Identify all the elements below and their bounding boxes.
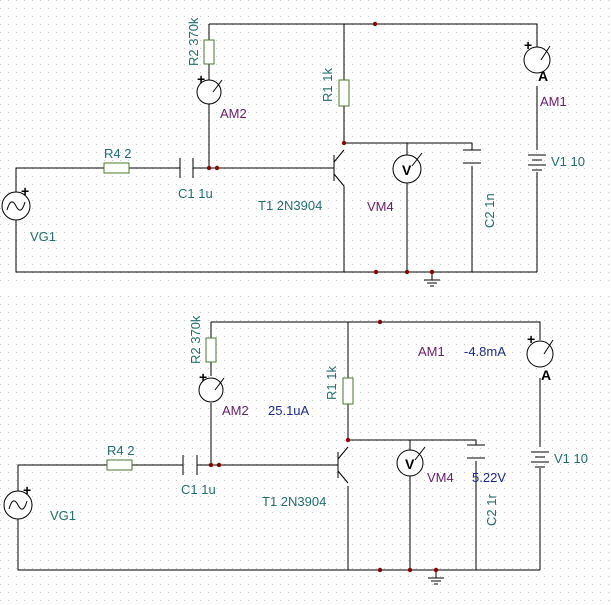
- plus-sign: +: [527, 331, 535, 347]
- r4-label: R4 2: [104, 146, 131, 161]
- am2-label: AM2: [220, 106, 247, 121]
- t1-label: T1 2N3904: [258, 198, 322, 213]
- battery-v1[interactable]: [531, 451, 549, 468]
- junction-dot: [208, 462, 214, 468]
- transistor-t1[interactable]: [330, 446, 349, 484]
- junction-dot: [345, 437, 351, 443]
- junction-dot: [407, 567, 413, 573]
- voltmeter-symbol: V: [405, 456, 415, 472]
- vg1-label: VG1: [50, 508, 76, 523]
- junction-dot: [433, 567, 439, 573]
- plus-sign: +: [197, 71, 205, 87]
- am1-reading: -4.8mA: [464, 344, 506, 359]
- r1-label: R1 1k: [320, 68, 335, 102]
- plus-sign: +: [21, 183, 29, 199]
- collector-wire: [343, 24, 473, 272]
- voltmeter-symbol: V: [402, 162, 412, 178]
- junction-dot: [377, 567, 383, 573]
- r1-label: R1 1k: [324, 366, 339, 400]
- ammeter-am1[interactable]: A +: [526, 331, 554, 383]
- v1-label: V1 10: [551, 154, 585, 169]
- r2-label: R2 370k: [188, 315, 203, 364]
- junction-dot: [372, 21, 378, 27]
- capacitor-c2[interactable]: [467, 444, 485, 459]
- am1-label: AM1: [418, 344, 445, 359]
- bottom-circuit[interactable]: R2 370k + AM2 25.1uA R1 1k A + AM1 -4.8m…: [0, 293, 611, 605]
- junction-dot: [404, 269, 410, 275]
- ammeter-symbol: A: [541, 367, 551, 383]
- plus-sign: +: [199, 369, 207, 385]
- am2-reading: 25.1uA: [268, 403, 310, 418]
- t1-label: T1 2N3904: [262, 494, 326, 509]
- v1-label: V1 10: [554, 451, 588, 466]
- vg1-label: VG1: [30, 229, 56, 244]
- am2-label: AM2: [222, 403, 249, 418]
- signal-generator-vg1[interactable]: +: [1, 183, 31, 221]
- junction-dot: [206, 165, 212, 171]
- top-grid: [0, 0, 611, 287]
- junction-dot: [341, 140, 347, 146]
- vm4-reading: 5.22V: [472, 470, 506, 485]
- junction-dot: [214, 165, 220, 171]
- junction-dot: [216, 462, 222, 468]
- transistor-t1[interactable]: [325, 149, 345, 187]
- resistor-r1[interactable]: [342, 377, 354, 405]
- ammeter-am2[interactable]: +: [198, 369, 225, 403]
- r4-label: R4 2: [107, 443, 134, 458]
- resistor-r2[interactable]: [205, 337, 217, 363]
- capacitor-c1[interactable]: [182, 455, 198, 475]
- panel-divider: [0, 287, 611, 293]
- c1-label: C1 1u: [178, 186, 213, 201]
- ground-rail-wire: [17, 518, 540, 571]
- c2-label: C2 1n: [482, 193, 497, 228]
- ammeter-am2[interactable]: +: [196, 71, 223, 105]
- bottom-grid: [0, 293, 611, 605]
- c2-label: C2 1r: [484, 494, 499, 526]
- ground-rail-wire: [15, 220, 537, 273]
- top-rail-wire: [209, 23, 538, 48]
- ammeter-symbol: A: [538, 68, 548, 84]
- collector-wire: [347, 322, 477, 570]
- resistor-r1[interactable]: [338, 79, 350, 107]
- c1-label: C1 1u: [181, 482, 216, 497]
- capacitor-c1[interactable]: [179, 158, 194, 178]
- plus-sign: +: [23, 482, 31, 498]
- resistor-r4[interactable]: [106, 459, 133, 471]
- signal-generator-vg1[interactable]: +: [3, 482, 33, 520]
- voltmeter-vm4[interactable]: V: [396, 446, 426, 477]
- bottom-ground-symbol: [428, 570, 444, 585]
- voltmeter-vm4[interactable]: V: [392, 152, 423, 184]
- junction-dot: [377, 319, 383, 325]
- battery-v1[interactable]: [528, 154, 546, 171]
- resistor-r2[interactable]: [203, 39, 215, 65]
- plus-sign: +: [524, 37, 532, 53]
- vm4-label: VM4: [427, 470, 454, 485]
- r2-label: R2 370k: [186, 17, 201, 66]
- junction-dot: [373, 269, 379, 275]
- top-circuit[interactable]: R2 370k + AM2 R1 1k A + AM1 V1 10 R4: [0, 0, 611, 287]
- capacitor-c2[interactable]: [463, 149, 481, 164]
- ammeter-am1[interactable]: A +: [523, 37, 551, 84]
- top-rail-wire: [211, 321, 541, 340]
- resistor-r4[interactable]: [103, 162, 130, 174]
- vm4-label: VM4: [367, 199, 394, 214]
- junction-dot: [429, 269, 435, 275]
- am1-label: AM1: [540, 94, 567, 109]
- top-ground-symbol: [424, 272, 440, 287]
